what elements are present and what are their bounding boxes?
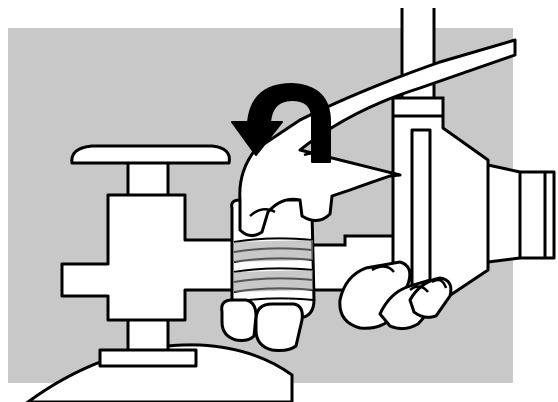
regulator-hose (393, 0, 443, 116)
